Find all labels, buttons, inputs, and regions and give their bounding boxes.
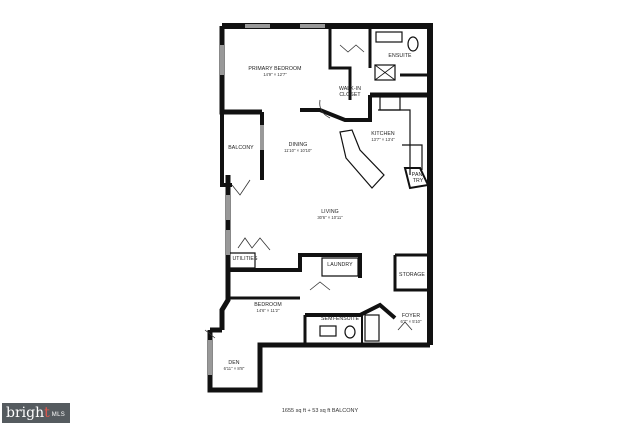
logo-text: brigh xyxy=(6,405,45,421)
room-name: KITCHEN xyxy=(371,131,395,137)
room-name: DINING xyxy=(288,142,308,148)
room-ensuite: ENSUITE xyxy=(388,53,411,59)
room-name: PAN-TRY xyxy=(411,172,425,184)
room-dims: 30'6" × 10'11" xyxy=(317,215,343,220)
room-name: DEN xyxy=(228,360,240,366)
exterior-wall xyxy=(222,23,433,345)
room-utilities: UTILITIES xyxy=(232,256,257,262)
room-name: FOYER xyxy=(401,313,421,319)
room-name: LIVING xyxy=(321,209,339,215)
room-balcony: BALCONY xyxy=(228,145,254,151)
room-living: LIVING 30'6" × 10'11" xyxy=(317,209,342,221)
room-name: SEMI-ENSUITE xyxy=(320,316,360,322)
kitchen-island xyxy=(339,129,385,189)
room-primary-bedroom: PRIMARY BEDROOM 14'9" × 12'7" xyxy=(248,66,301,78)
room-foyer: FOYER 6'7" × 5'10" xyxy=(401,313,422,325)
bathtub xyxy=(364,314,380,342)
room-name: ENSUITE xyxy=(388,53,412,59)
room-dims: 6'11" × 8'8" xyxy=(223,366,245,371)
room-dims: 13'7" × 13'4" xyxy=(371,137,395,142)
room-name: PRIMARY BEDROOM xyxy=(248,66,302,72)
room-dining: DINING 11'10" × 10'10" xyxy=(284,142,312,154)
room-name: UTILITIES xyxy=(232,256,258,262)
room-dims: 14'9" × 12'7" xyxy=(263,72,287,77)
area-summary: 1655 sq ft + 53 sq ft BALCONY xyxy=(281,408,359,414)
room-bedroom: BEDROOM 14'6" × 11'2" xyxy=(254,302,282,314)
room-name: BALCONY xyxy=(228,145,254,151)
room-semi-ensuite: SEMI-ENSUITE xyxy=(321,316,359,322)
room-kitchen: KITCHEN 13'7" × 13'4" xyxy=(371,131,394,143)
room-dims: 14'6" × 11'2" xyxy=(256,308,280,313)
room-dims: 11'10" × 10'10" xyxy=(284,148,312,153)
room-name: STORAGE xyxy=(399,272,425,278)
room-den: DEN 6'11" × 8'8" xyxy=(224,360,245,372)
room-name: BEDROOM xyxy=(254,302,282,308)
logo-suffix: MLS xyxy=(51,412,66,418)
logo-accent: t xyxy=(44,405,50,421)
room-storage: STORAGE xyxy=(399,272,425,278)
room-name: LAUNDRY xyxy=(327,262,353,268)
room-dims: 6'7" × 5'10" xyxy=(400,319,422,324)
room-pantry: PAN-TRY xyxy=(411,172,425,184)
room-laundry: LAUNDRY xyxy=(327,262,352,268)
room-walk-in-closet: WALK-IN CLOSET xyxy=(338,86,362,98)
room-name: WALK-IN CLOSET xyxy=(338,86,362,98)
